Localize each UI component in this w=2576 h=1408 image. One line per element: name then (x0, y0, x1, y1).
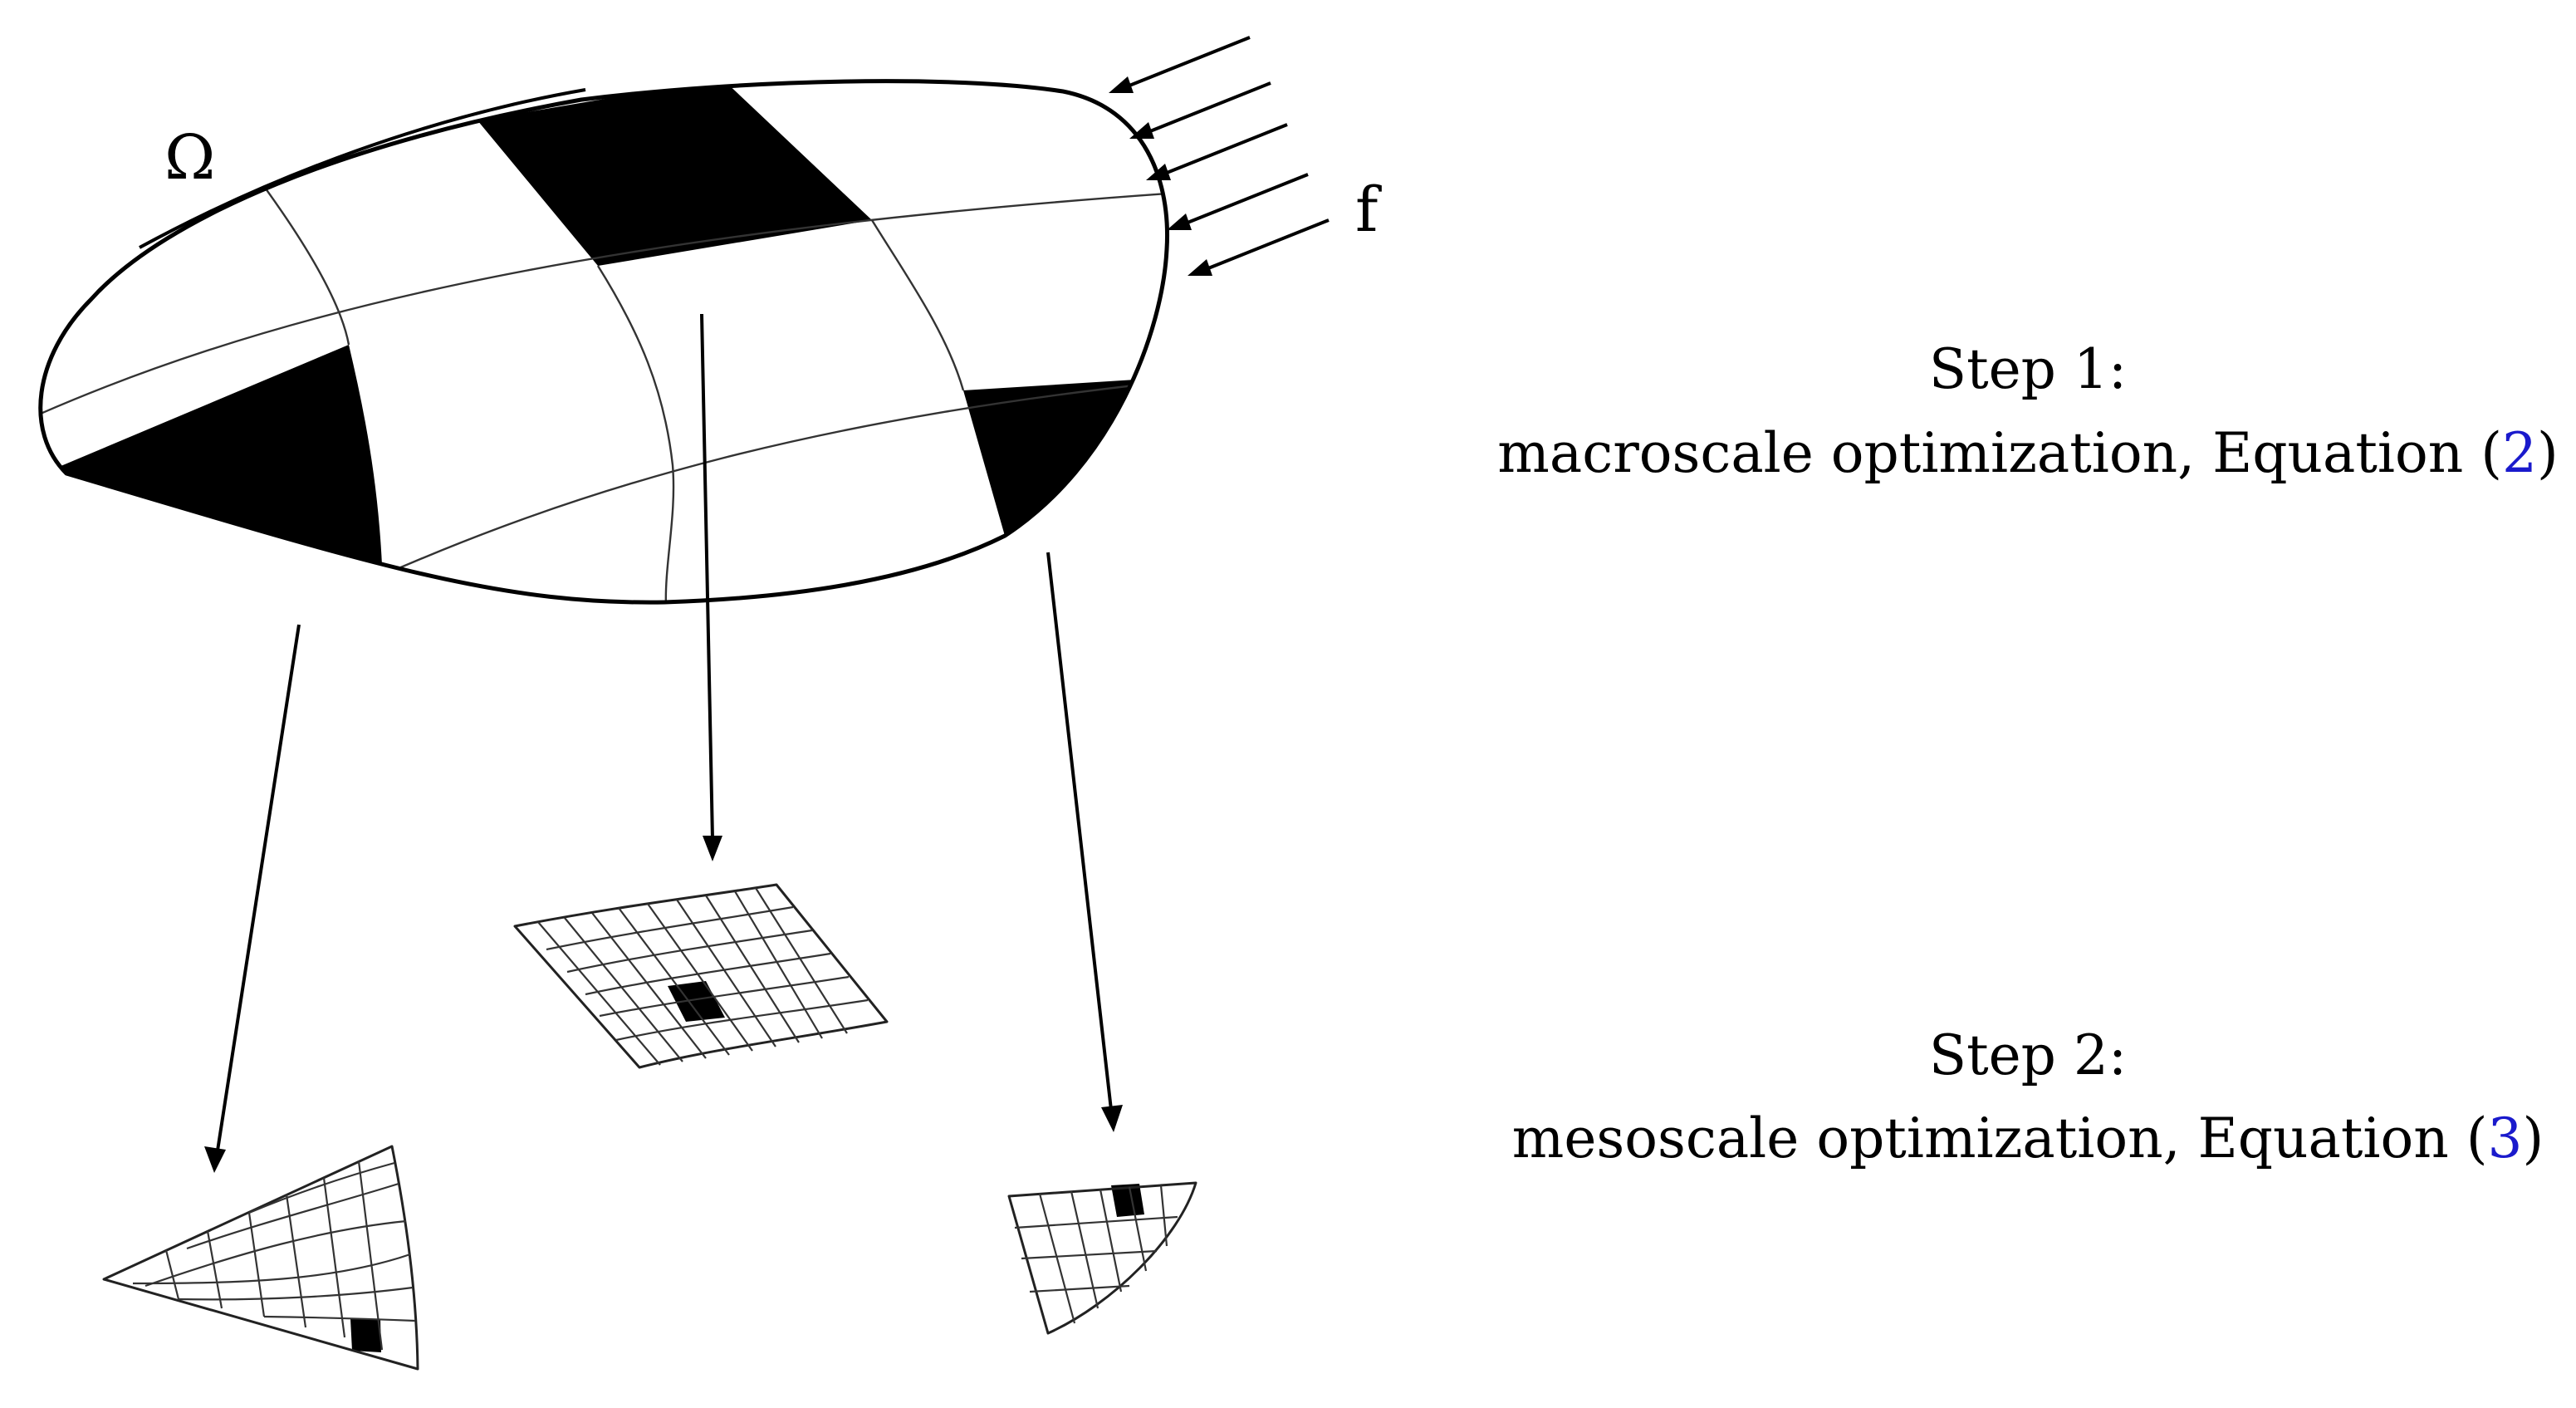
macro-grid-line (331, 376, 1168, 600)
macro-grid-line (870, 219, 965, 391)
macro-cell-top (477, 81, 872, 266)
arrow-to-right-microstructure (1046, 552, 1113, 1111)
right-microstructure (1007, 1181, 1197, 1335)
macro-cell-right (963, 378, 1163, 603)
arrow-to-left-microstructure (216, 624, 301, 1151)
center-micro-outline (513, 883, 889, 1069)
domain-symbol-omega: Ω (164, 122, 215, 194)
left-micro-cell (350, 1319, 381, 1352)
force-arrows (1109, 36, 1330, 276)
step-1-description: macroscale optimization, Equation (2) (1497, 421, 2558, 485)
left-microstructure (102, 1145, 419, 1371)
equation-2-reference[interactable]: 2 (2502, 421, 2537, 485)
center-microstructure (513, 883, 889, 1069)
left-micro-outline (102, 1145, 419, 1371)
step-1-label: Step 1: macroscale optimization, Equatio… (1497, 337, 2558, 485)
macro-grid-line (596, 265, 675, 603)
right-micro-cell (1111, 1184, 1144, 1217)
equation-3-reference[interactable]: 3 (2487, 1106, 2522, 1170)
domain-boundary-marker (139, 88, 586, 249)
arrow-to-center-microstructure (700, 313, 714, 840)
macro-grid-line (40, 189, 1168, 434)
force-symbol-f: f (1355, 174, 1382, 246)
macroscale-body-outline (38, 79, 1170, 605)
scale-transition-arrows (204, 313, 1123, 1173)
macro-cell-left (40, 345, 382, 565)
macro-grid-line (248, 165, 350, 346)
right-micro-outline (1007, 1181, 1197, 1335)
step-1-title: Step 1: (1929, 337, 2127, 401)
step-2-title: Step 2: (1929, 1023, 2127, 1087)
step-2-description: mesoscale optimization, Equation (3) (1512, 1106, 2544, 1170)
step-2-label: Step 2: mesoscale optimization, Equation… (1512, 1023, 2544, 1170)
